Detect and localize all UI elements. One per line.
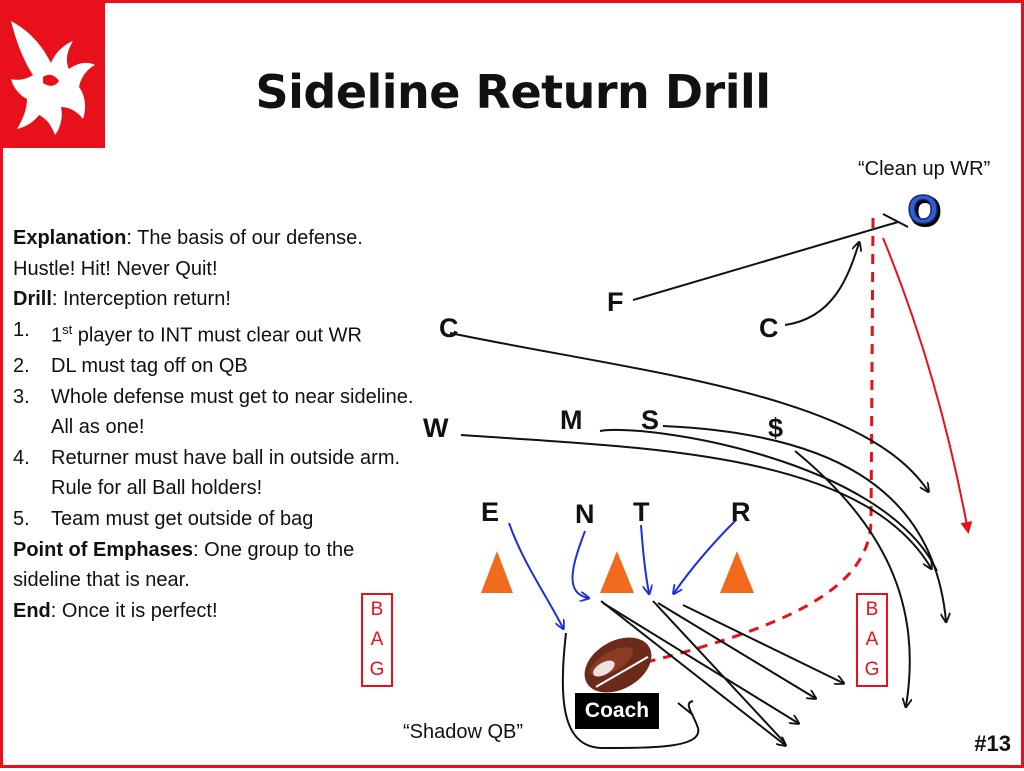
list-text-superscript: st <box>62 321 73 337</box>
eagle-icon <box>3 3 105 148</box>
list-item: 3. Whole defense must get to near sidelin… <box>13 382 423 443</box>
bag-letter: G <box>369 659 385 680</box>
list-text: player to INT must clear out WR <box>72 324 362 347</box>
slide-number: #13 <box>974 731 1011 756</box>
drill-text: : Interception return! <box>51 288 231 311</box>
bag-letter: B <box>370 599 384 620</box>
bag-left: B A G <box>361 593 393 687</box>
list-item: 1. 1st player to INT must clear out WR <box>13 315 423 351</box>
list-number: 1. <box>13 318 30 341</box>
list-item: 5. Team must get outside of bag <box>13 504 423 535</box>
dl-pursuit-1 <box>602 602 798 723</box>
dl-pursuit-5 <box>682 604 843 683</box>
emphasis-text: : One group to the sideline that is near… <box>13 538 355 592</box>
bag-letter: A <box>865 629 879 650</box>
player-r: R <box>731 497 751 527</box>
drill-label: Drill <box>13 288 52 311</box>
w-route <box>460 434 931 568</box>
receiver-label: O <box>907 188 938 232</box>
player-c-right: C <box>759 313 779 343</box>
e-route <box>508 522 563 628</box>
end-label: End <box>13 599 51 622</box>
t-route <box>640 524 649 593</box>
clean-up-wr-note: “Clean up WR” <box>858 158 991 180</box>
list-text: Team must get outside of bag <box>51 508 314 530</box>
player-w: W <box>423 413 449 443</box>
player-dollar: $ <box>768 413 784 443</box>
list-text: Returner must have ball in outside arm. … <box>51 446 401 500</box>
list-item: 2. DL must tag off on QB <box>13 351 423 382</box>
football-icon <box>584 637 652 693</box>
player-n: N <box>575 499 595 529</box>
receiver-marker: O O <box>907 187 942 235</box>
wr-route <box>882 237 973 534</box>
list-text-prefix: 1 <box>51 324 63 347</box>
eagle-logo <box>3 3 105 148</box>
m-route <box>599 428 938 572</box>
bag-right: B A G <box>856 593 888 687</box>
end-paragraph: End: Once it is perfect! <box>13 596 423 627</box>
s-route <box>662 425 946 621</box>
bag-letter: B <box>865 599 879 620</box>
player-f: F <box>607 287 624 317</box>
cone-icon <box>600 551 634 593</box>
emphasis-label: Point of Emphases <box>13 538 194 561</box>
coach-box: Coach <box>575 693 659 729</box>
list-number: 5. <box>13 508 30 530</box>
player-e: E <box>481 497 500 527</box>
explanation-paragraph: Explanation: The basis of our defense. H… <box>13 223 423 284</box>
bag-letter: A <box>370 629 384 650</box>
cone-icon <box>481 551 513 593</box>
emphasis-paragraph: Point of Emphases: One group to the side… <box>13 535 423 596</box>
list-text: DL must tag off on QB <box>51 355 248 378</box>
player-c-left: C <box>439 313 459 343</box>
f-route <box>632 221 899 301</box>
c-left-route <box>449 332 928 491</box>
player-t: T <box>633 497 650 527</box>
c-right-route <box>784 243 859 326</box>
drill-paragraph: Drill: Interception return! <box>13 284 423 315</box>
r-route <box>674 519 737 593</box>
page-title: Sideline Return Drill <box>255 65 772 119</box>
dl-pursuit-2 <box>600 600 785 745</box>
player-s: S <box>641 405 660 435</box>
cone-icon <box>720 551 754 593</box>
dollar-route <box>794 450 910 706</box>
n-route <box>571 530 588 598</box>
play-diagram: O O <box>449 187 973 750</box>
list-number: 4. <box>13 446 30 469</box>
explanation-label: Explanation <box>13 227 127 249</box>
dl-pursuit-4 <box>652 600 786 744</box>
player-m: M <box>560 405 583 435</box>
receiver-shadow: O <box>909 190 940 234</box>
ball-path <box>642 217 875 665</box>
bag-letter: G <box>864 659 880 680</box>
list-number: 3. <box>13 385 30 408</box>
end-text: : Once it is perfect! <box>50 599 218 622</box>
list-text: Whole defense must get to near sideline.… <box>51 385 414 439</box>
explanation-text-block: Explanation: The basis of our defense. H… <box>13 223 423 626</box>
list-item: 4. Returner must have ball in outside arm… <box>13 443 423 504</box>
explanation-text: : The basis of our defense. Hustle! Hit!… <box>13 227 363 280</box>
shadow-qb-note: “Shadow QB” <box>403 721 524 743</box>
list-number: 2. <box>13 355 30 378</box>
dl-pursuit-3 <box>657 602 815 698</box>
block-tee <box>882 213 909 228</box>
shadow-qb-tee <box>677 702 694 716</box>
